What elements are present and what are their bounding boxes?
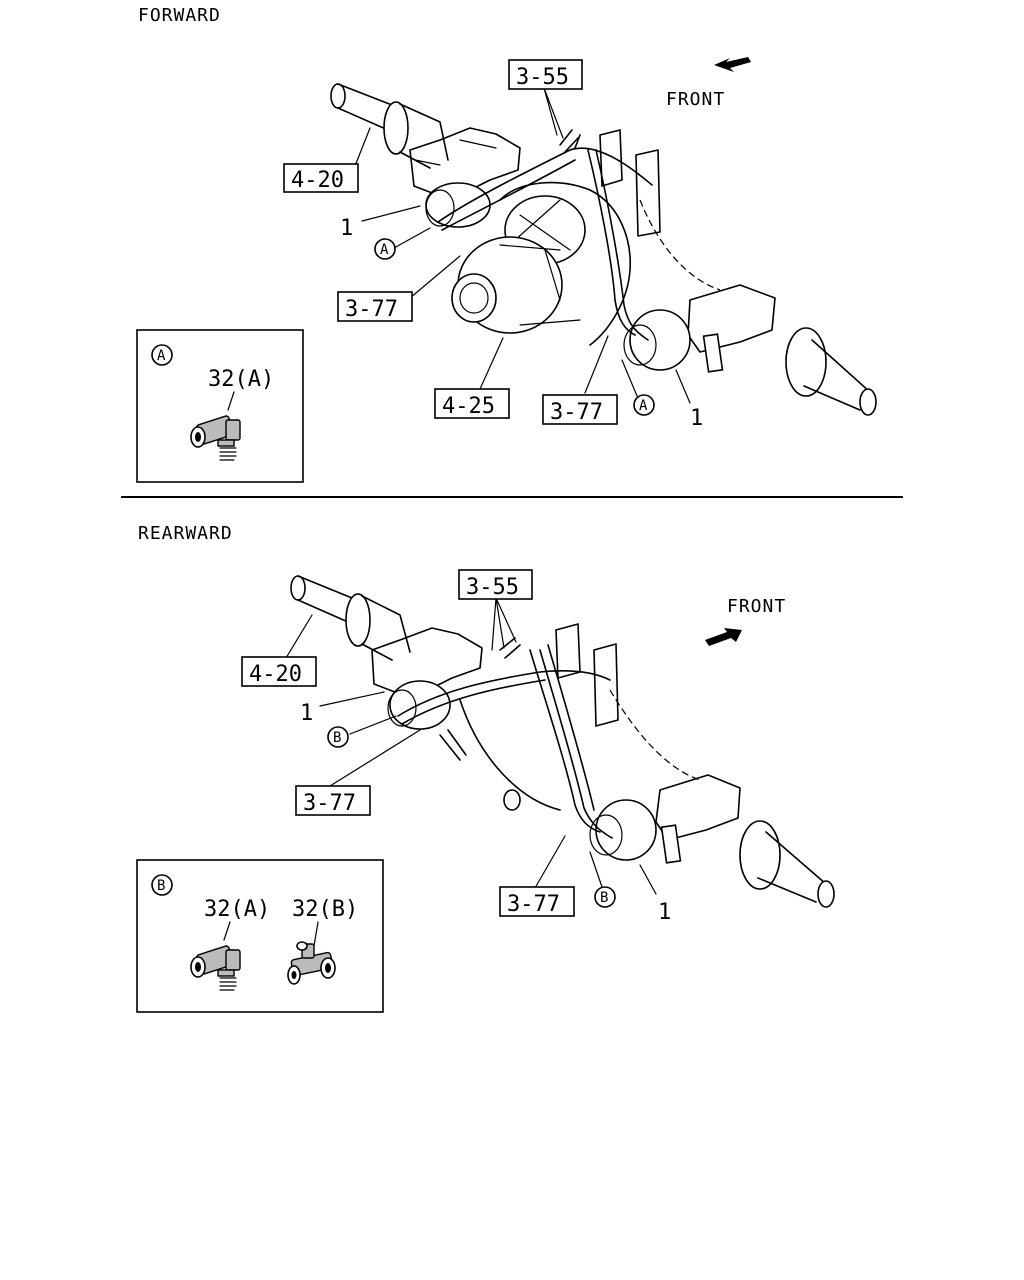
forward-item-1-right: 1 — [690, 406, 703, 431]
svg-text:4-20: 4-20 — [291, 168, 344, 193]
svg-text:3-77: 3-77 — [303, 791, 356, 816]
svg-text:3-55: 3-55 — [466, 575, 519, 600]
rearward-title: REARWARD — [138, 523, 233, 544]
svg-text:B: B — [333, 730, 341, 746]
rearward-ref-4-20: 4-20 — [241, 656, 317, 687]
inset-a-part-label: 32(A) — [208, 367, 274, 392]
inset-b: B 32(A) 32(B) — [136, 859, 384, 1013]
rearward-ref-3-77-right: 3-77 — [499, 886, 575, 917]
forward-ref-3-77-right: 3-77 — [542, 394, 618, 425]
inset-a-circle — [151, 344, 173, 366]
svg-text:A: A — [639, 398, 648, 414]
rearward-section: REARWARD FRONT — [136, 523, 835, 1013]
forward-callout-a-right: A — [633, 394, 655, 416]
elbow-fitting-icon — [190, 945, 241, 991]
rearward-axle-drawing — [290, 575, 835, 908]
forward-section: FORWARD FRONT — [136, 5, 877, 483]
svg-text:3-77: 3-77 — [345, 297, 398, 322]
forward-front-label: FRONT — [666, 89, 725, 110]
rearward-front-label: FRONT — [727, 596, 786, 617]
svg-text:3-77: 3-77 — [550, 400, 603, 425]
rearward-item-1-right: 1 — [658, 900, 671, 925]
forward-leader-lines — [354, 87, 691, 404]
svg-text:4-25: 4-25 — [442, 394, 495, 419]
rearward-ref-3-77-left: 3-77 — [295, 785, 371, 816]
forward-item-1-left: 1 — [340, 216, 353, 241]
tee-fitting-icon — [287, 941, 336, 985]
forward-title: FORWARD — [138, 5, 221, 26]
rearward-callout-b-right: B — [594, 886, 616, 908]
inset-a: A 32(A) — [136, 329, 304, 483]
forward-ref-3-77-left: 3-77 — [337, 291, 413, 322]
inset-b-part-label-b: 32(B) — [292, 897, 358, 922]
rearward-ref-3-55: 3-55 — [458, 569, 533, 600]
svg-text:A: A — [380, 242, 389, 258]
forward-ref-3-55: 3-55 — [508, 59, 583, 90]
inset-b-part-label-a: 32(A) — [204, 897, 270, 922]
front-arrow-icon — [714, 57, 751, 72]
front-arrow-icon — [705, 628, 742, 646]
rearward-leader-lines — [285, 597, 657, 895]
elbow-fitting-icon — [190, 415, 241, 461]
rearward-item-1-left: 1 — [300, 701, 313, 726]
inset-b-circle — [151, 874, 173, 896]
svg-text:3-77: 3-77 — [507, 892, 560, 917]
svg-text:4-20: 4-20 — [249, 662, 302, 687]
svg-text:3-55: 3-55 — [516, 65, 569, 90]
forward-ref-4-25: 4-25 — [434, 388, 510, 419]
inset-b-letter: B — [157, 878, 165, 894]
rearward-callout-b-left: B — [327, 726, 349, 748]
inset-a-letter: A — [157, 348, 166, 364]
forward-ref-4-20: 4-20 — [283, 163, 359, 193]
forward-callout-a-left: A — [374, 238, 396, 260]
forward-axle-drawing — [330, 83, 877, 416]
svg-text:B: B — [600, 890, 608, 906]
